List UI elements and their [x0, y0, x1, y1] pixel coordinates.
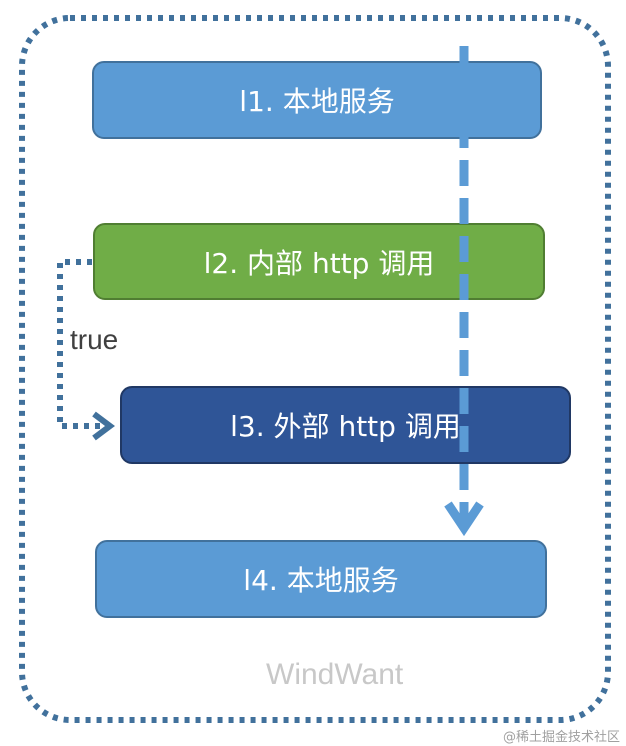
- internal-http-call-box: l2. 内部 http 调用: [93, 223, 545, 300]
- credit-watermark: @稀土掘金技术社区: [502, 730, 620, 745]
- local-service-label-1: l1. 本地服务: [239, 85, 395, 118]
- external-http-call-box: l3. 外部 http 调用: [120, 386, 571, 464]
- external-http-call-label: l3. 外部 http 调用: [230, 410, 461, 443]
- container-label: WindWant: [266, 658, 404, 691]
- local-service-label-2: l4. 本地服务: [243, 564, 399, 597]
- local-service-box-2: l4. 本地服务: [95, 540, 547, 618]
- branch-true-label: true: [70, 324, 119, 355]
- internal-http-call-label: l2. 内部 http 调用: [203, 246, 435, 280]
- local-service-box-1: l1. 本地服务: [92, 61, 542, 139]
